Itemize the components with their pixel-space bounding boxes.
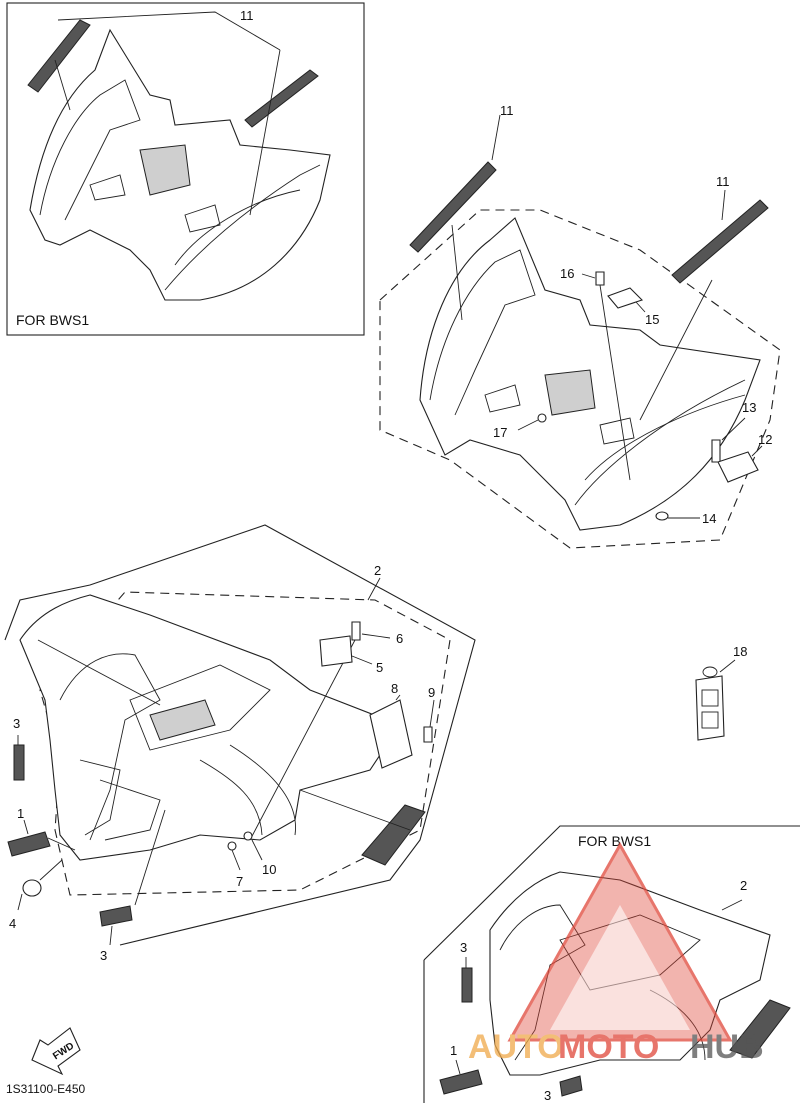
note-for-bws1: FOR BWS1: [16, 312, 89, 328]
fwd-arrow: FWD: [31, 1027, 81, 1076]
callout-18: 18: [733, 644, 747, 659]
bws1-front-fender-panel: 11 FOR BWS1: [6, 2, 365, 336]
callout-1-b: 1: [450, 1043, 457, 1058]
callout-14: 14: [702, 511, 716, 526]
rear-fender-assembly: 2 6 5 8 9 7 10 3 3 1: [4, 524, 476, 963]
callout-4: 4: [9, 916, 16, 931]
diagram-code: 1S31100-E450: [6, 1082, 86, 1096]
callout-2-b: 2: [740, 878, 747, 893]
front-fender-assembly: 11 11 16 15 17 13 12 14: [379, 103, 781, 549]
callout-15: 15: [645, 312, 659, 327]
callout-2: 2: [374, 563, 381, 578]
callout-3-d: 3: [544, 1088, 551, 1103]
watermark-auto: AUTO: [468, 1028, 564, 1066]
callout-11-c: 11: [716, 174, 730, 189]
callout-1: 1: [17, 806, 24, 821]
watermark-moto: MOTO: [558, 1028, 659, 1066]
callout-3-c: 3: [460, 940, 467, 955]
bws1-rear-fender-panel: FOR BWS1 2 3 1 3: [423, 825, 800, 1103]
callout-7: 7: [236, 874, 243, 889]
callout-9: 9: [428, 685, 435, 700]
callout-5: 5: [376, 660, 383, 675]
watermark-hub: HUB: [690, 1028, 764, 1066]
callout-8: 8: [391, 681, 398, 696]
label-tag-18: 18: [695, 644, 747, 741]
bws1-front-frame: [6, 2, 365, 336]
callout-12: 12: [758, 432, 772, 447]
callout-11: 11: [240, 8, 254, 23]
callout-16: 16: [560, 266, 574, 281]
callout-10: 10: [262, 862, 276, 877]
callout-17: 17: [493, 425, 507, 440]
callout-11-b: 11: [500, 103, 514, 118]
callout-6: 6: [396, 631, 403, 646]
callout-13: 13: [742, 400, 756, 415]
callout-3: 3: [13, 716, 20, 731]
watermark-logo: AUTO MOTO HUB: [468, 841, 764, 1066]
callout-3-b: 3: [100, 948, 107, 963]
note-for-bws1-b: FOR BWS1: [578, 833, 651, 849]
